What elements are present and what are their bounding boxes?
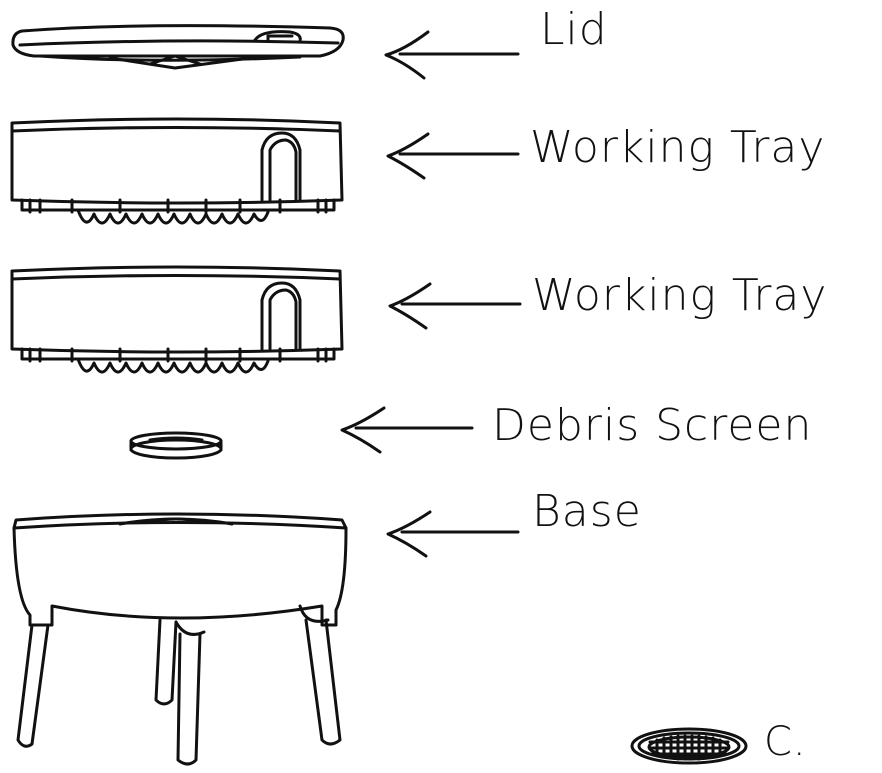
small-screen-drawing	[630, 727, 748, 765]
working-tray-drawing-1	[10, 117, 344, 225]
left-arrow-debris-screen	[340, 406, 474, 454]
lid-drawing	[11, 24, 345, 70]
base-drawing	[12, 512, 348, 766]
working-tray-drawing-2	[10, 265, 344, 374]
debris-screen-drawing	[129, 431, 223, 460]
left-arrow-lid	[384, 30, 520, 80]
label-working-tray-1: Working Tray	[530, 122, 826, 173]
left-arrow-base	[386, 510, 520, 558]
left-arrow-working-tray-2	[388, 282, 522, 330]
label-base: Base	[532, 486, 642, 537]
label-working-tray-2: Working Tray	[532, 270, 828, 321]
label-debris-screen: Debris Screen	[492, 400, 813, 451]
left-arrow-working-tray-1	[386, 132, 520, 180]
label-lid: Lid	[540, 4, 608, 55]
label-c: C.	[764, 719, 807, 765]
